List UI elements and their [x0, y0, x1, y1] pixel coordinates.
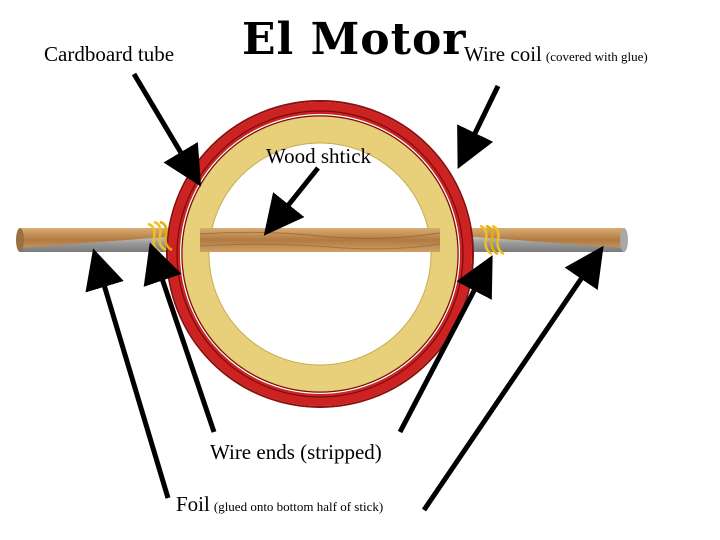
label-wire-coil: Wire coil (covered with glue): [464, 42, 648, 67]
arrow-wood-stick: [263, 166, 320, 236]
arrow-wire-end-left: [143, 242, 217, 433]
arrow-foil-right: [421, 245, 604, 512]
arrow-wire-end-right: [397, 255, 493, 434]
foil-text: Foil: [176, 492, 210, 516]
label-wood-stick: Wood shtick: [266, 144, 371, 169]
label-wire-ends: Wire ends (stripped): [210, 440, 382, 465]
wire-coil-note: (covered with glue): [545, 49, 648, 64]
cardboard-tube-text: Cardboard tube: [44, 42, 175, 66]
wire-ends-text: Wire ends (stripped): [210, 440, 382, 464]
wire-end-right: [479, 224, 505, 256]
arrow-cardboard-tube: [131, 72, 202, 187]
arrow-foil-left: [85, 248, 171, 499]
label-foil: Foil (glued onto bottom half of stick): [176, 492, 383, 517]
label-cardboard-tube: Cardboard tube: [44, 42, 174, 67]
arrow-wire-coil: [457, 84, 501, 169]
wire-coil-text: Wire coil: [464, 42, 542, 66]
foil-note: (glued onto bottom half of stick): [213, 499, 384, 514]
diagram-title: El Motor: [242, 14, 467, 65]
stick-inside: [199, 228, 441, 252]
wood-stick-text: Wood shtick: [266, 144, 372, 168]
